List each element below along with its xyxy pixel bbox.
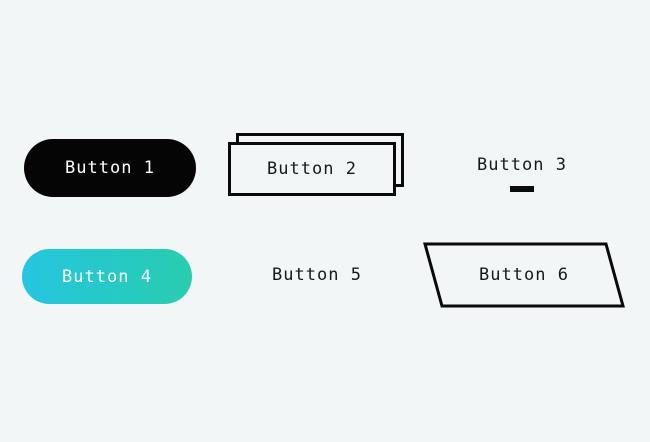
button-3-underline-bar: [510, 186, 534, 192]
button-6-parallelogram-outline: [423, 242, 625, 308]
button-6-label: Button 6: [479, 265, 569, 285]
button-1[interactable]: Button 1: [24, 139, 196, 197]
button-5[interactable]: Button 5: [252, 265, 382, 285]
button-2-label: Button 2: [267, 159, 357, 179]
button-4-label: Button 4: [62, 266, 152, 287]
button-3-label: Button 3: [477, 155, 567, 175]
button-5-label: Button 5: [272, 265, 362, 285]
button-4[interactable]: Button 4: [22, 249, 192, 304]
button-3[interactable]: Button 3: [462, 155, 582, 192]
button-1-label: Button 1: [65, 158, 155, 178]
button-2-outline-front: [228, 142, 396, 196]
button-2[interactable]: Button 2: [228, 133, 404, 199]
button-6[interactable]: Button 6: [418, 238, 630, 312]
